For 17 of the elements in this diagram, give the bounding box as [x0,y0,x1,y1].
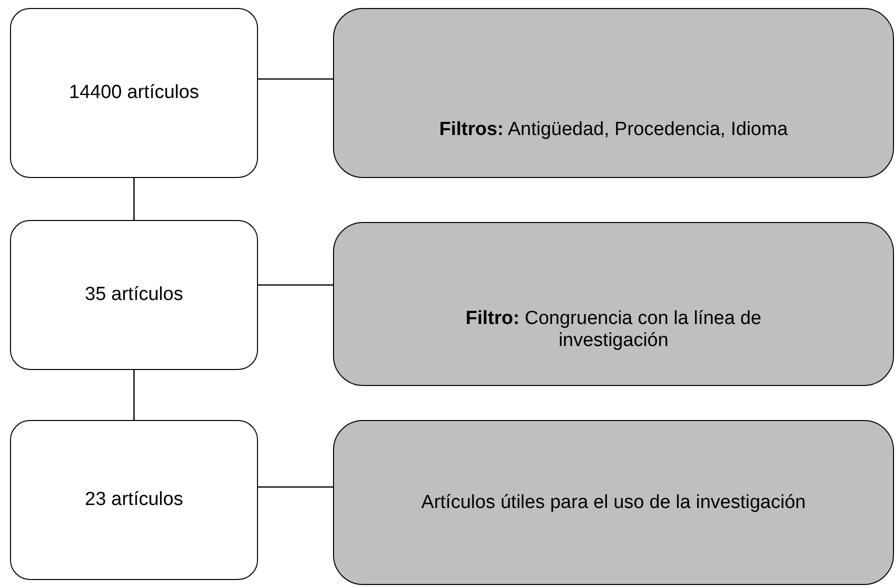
box-text: 35 artículos [84,284,184,306]
box-text: Artículos útiles para el uso de la investigación [421,492,806,514]
connector-line [133,178,135,220]
box-text: Filtro: Congruencia con la línea de investigación [464,308,762,352]
count-box [10,220,258,370]
connector-line [258,486,333,488]
filter-box [333,420,894,585]
count-box [10,8,258,178]
box-text: 23 artículos [84,489,184,511]
connector-line [258,78,333,80]
count-box [10,420,258,580]
filter-box [333,8,894,178]
connector-line [258,284,333,286]
filter-box [333,222,894,386]
box-text: Filtros: Antigüedad, Procedencia, Idioma [439,119,788,141]
box-text: 14400 artículos [69,82,199,104]
connector-line [133,370,135,420]
